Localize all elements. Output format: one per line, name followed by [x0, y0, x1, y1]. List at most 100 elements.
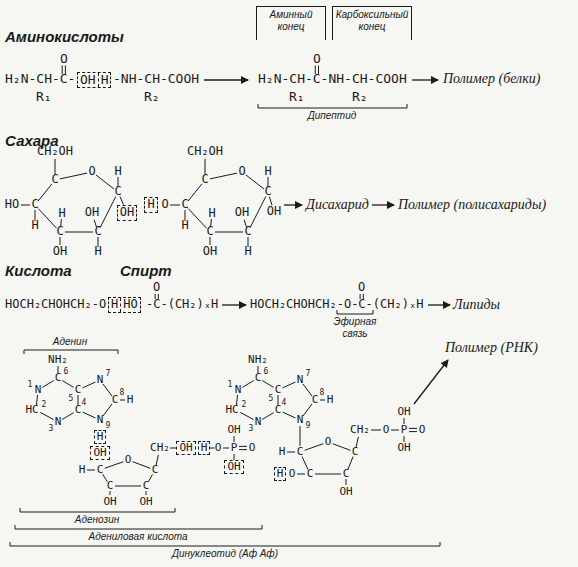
atom-label: C	[343, 468, 350, 481]
formula-text: O	[153, 281, 160, 295]
atom-number: 1	[28, 380, 33, 389]
end-label-box: Карбоксильный конец	[332, 6, 412, 40]
bracket	[10, 542, 440, 546]
atom-number: 3	[249, 424, 254, 433]
atom-label: OH	[339, 486, 352, 499]
atom-label: C	[143, 480, 150, 493]
atom-label: C	[107, 480, 114, 493]
bond-line	[287, 452, 295, 453]
bracket-label: Адениловая кислота	[89, 531, 188, 543]
product-label: Полимер (полисахариды)	[398, 197, 546, 213]
leaving-group-box: OHH	[77, 72, 111, 89]
bond-line	[65, 232, 93, 233]
reaction-arrow	[428, 304, 450, 305]
group-text: OH	[225, 461, 242, 474]
bond-line	[242, 381, 253, 388]
atom-label: H	[127, 394, 134, 407]
atom-label: OH	[227, 424, 240, 437]
group-text: H	[109, 298, 120, 312]
leaving-group-box: OH	[90, 446, 109, 461]
bond-line	[210, 173, 237, 179]
atom-label: O	[419, 424, 426, 437]
atom-label: OH	[235, 206, 249, 220]
atom-label: H	[181, 219, 188, 233]
atom-number: 1	[228, 380, 233, 389]
bond-line	[105, 462, 124, 469]
reaction-arrow	[412, 79, 438, 80]
atom-number: 9	[306, 421, 311, 430]
bond-line	[103, 404, 112, 416]
atom-label: C	[51, 173, 58, 187]
section-heading: Аминокислоты	[5, 28, 124, 45]
reaction-arrow	[222, 304, 246, 305]
leaving-group-box: HHO	[108, 297, 141, 313]
bond-line	[62, 413, 73, 420]
bond-line	[223, 448, 229, 449]
atom-label: C	[112, 394, 119, 407]
atom-label: HC	[25, 404, 38, 417]
bond-line	[333, 444, 351, 451]
group-text: OH	[78, 73, 98, 88]
atom-label: C	[55, 372, 62, 385]
bond-line	[40, 412, 53, 419]
atom-label: N	[97, 374, 104, 387]
reaction-arrow	[284, 204, 302, 205]
atom-label: H	[79, 464, 86, 477]
atom-label: C	[181, 198, 188, 212]
group-text: H	[199, 442, 210, 455]
formula-text: -NH-CH-COOH	[113, 72, 199, 87]
atom-label: H	[114, 165, 121, 179]
group-text: HO	[120, 298, 139, 312]
atom-label: HO	[5, 198, 19, 212]
atom-label: O	[125, 454, 132, 467]
leaving-group-box: H	[274, 467, 287, 482]
bond-line	[38, 209, 56, 229]
atom-number: 7	[306, 369, 311, 378]
atom-label: CH₂OH	[187, 145, 223, 159]
bond-line	[305, 444, 324, 451]
bond-line	[250, 197, 266, 228]
atom-label: O	[215, 442, 222, 455]
group-text: OH	[177, 442, 194, 455]
bond-line	[42, 381, 53, 388]
bond-line	[303, 384, 312, 396]
atom-label: H	[244, 245, 251, 259]
group-text: Аминный конец	[259, 9, 323, 32]
atom-label: N	[235, 384, 242, 397]
group-text: H	[275, 468, 286, 481]
atom-label: O	[325, 436, 332, 449]
bond-line	[188, 184, 202, 201]
leaving-group-box: H	[144, 197, 157, 213]
atom-label: N	[297, 374, 304, 387]
atom-label: CH₂	[350, 424, 370, 437]
bracket-label: Эфирная связь	[330, 316, 380, 339]
atom-label: C	[244, 225, 251, 239]
atom-label: C	[56, 225, 63, 239]
atom-label: OH	[53, 245, 67, 259]
atom-label: C	[97, 464, 104, 477]
atom-number: 8	[320, 388, 325, 397]
atom-label: H	[31, 219, 38, 233]
section-heading: Спирт	[120, 262, 172, 279]
bond-line	[246, 175, 264, 189]
reaction-arrow	[372, 204, 394, 205]
bond-line	[133, 462, 151, 469]
atom-label: O	[238, 165, 245, 179]
formula-text: -C-(CH₂)ₓH	[146, 298, 218, 312]
bracket-label: Динуклеотид (Аф Аф)	[172, 548, 278, 560]
atom-label: O	[88, 165, 95, 179]
atom-label: H	[279, 446, 286, 459]
atom-label: OH	[103, 496, 116, 509]
atom-number: 7	[106, 369, 111, 378]
atom-label: OH	[85, 206, 99, 220]
atom-label: C	[206, 225, 213, 239]
formula-text: R₁	[36, 90, 52, 105]
atom-label: C	[275, 384, 282, 397]
bracket-label: Дипептид	[308, 110, 357, 122]
formula-text: O	[358, 281, 365, 295]
atom-label: P	[401, 424, 408, 437]
product-label: Полимер (белки)	[443, 71, 540, 87]
atom-label: C	[312, 394, 319, 407]
atom-label: N	[255, 416, 262, 429]
group-text: H	[98, 73, 111, 88]
